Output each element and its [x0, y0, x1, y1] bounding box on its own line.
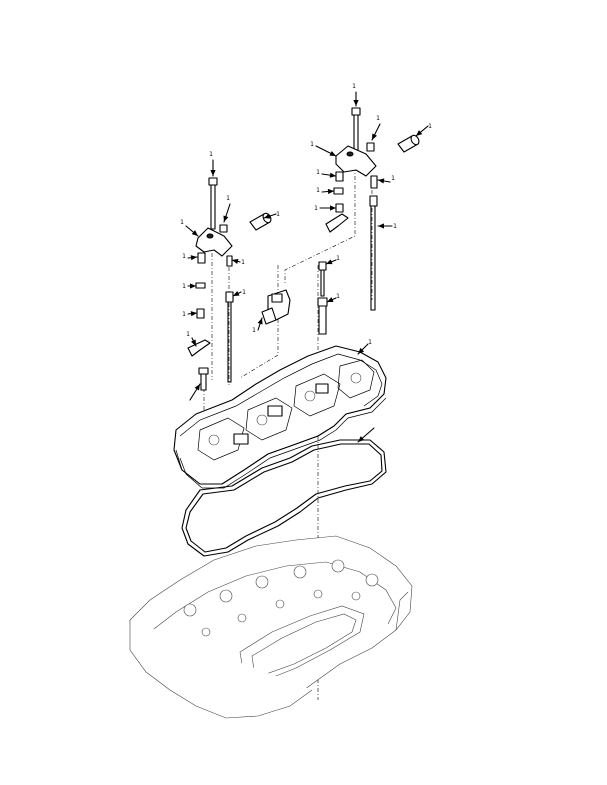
- callout-number: 1: [376, 115, 380, 122]
- callout-number: 1: [276, 211, 280, 218]
- left-long-bolt: [208, 177, 218, 230]
- callout-arrowhead: [257, 318, 263, 325]
- right-push-rod: [369, 175, 378, 311]
- callout-number: 1: [242, 289, 246, 296]
- callout-arrowhead: [353, 100, 359, 106]
- callout-arrowhead: [358, 347, 365, 354]
- right-rocker-arm: [335, 145, 377, 177]
- callout-arrowhead: [327, 188, 334, 195]
- callout-arrowhead: [329, 172, 336, 178]
- right-rocker-assembly: [325, 107, 420, 311]
- callout-arrowhead: [416, 130, 423, 136]
- callout-arrowhead: [190, 311, 197, 317]
- callout-arrowhead: [358, 436, 365, 442]
- callout-arrowhead: [190, 339, 196, 346]
- callout-arrowhead: [210, 170, 216, 176]
- callout-number: 1: [186, 331, 190, 338]
- callout-number: 1: [352, 83, 356, 90]
- callout-number: 1: [182, 311, 186, 318]
- callout-number: 1: [241, 259, 245, 266]
- center-harness-connector: [261, 289, 291, 325]
- left-valve-bridge: [187, 339, 211, 357]
- callout-number: 1: [314, 205, 318, 212]
- callout-number: 1: [182, 253, 186, 260]
- callout-number: 1: [391, 175, 395, 182]
- gasket: [181, 439, 387, 557]
- callout-arrowhead: [223, 215, 229, 222]
- callout-arrowhead: [372, 133, 378, 140]
- left-push-rod: [225, 255, 234, 383]
- callout-arrowhead: [378, 223, 384, 229]
- callout-number: 1: [368, 339, 372, 346]
- callout-arrowhead: [190, 255, 197, 261]
- callout-arrowhead: [378, 178, 385, 184]
- right-valve-bridge: [325, 213, 349, 233]
- left-nut: [219, 224, 228, 233]
- callout-number: 1: [316, 187, 320, 194]
- callout-number: 1: [316, 169, 320, 176]
- callout-number: 1: [180, 219, 184, 226]
- left-rocker-assembly: [187, 177, 272, 391]
- callout-arrowhead: [326, 259, 333, 265]
- callout-arrowhead: [329, 150, 336, 156]
- left-rocker-arm: [195, 227, 233, 257]
- callout-number: 1: [209, 151, 213, 158]
- callout-arrowhead: [191, 230, 198, 236]
- callout-number: 1: [393, 223, 397, 230]
- callout-arrowhead: [233, 290, 240, 296]
- callout-number: 1: [336, 255, 340, 262]
- callout-arrowhead: [190, 283, 196, 289]
- callout-arrowhead: [194, 384, 200, 391]
- center-stud: [317, 261, 328, 335]
- callout-arrowhead: [264, 213, 271, 219]
- left-short-bolt: [198, 367, 209, 391]
- callout-number: 1: [310, 141, 314, 148]
- right-nut: [366, 142, 375, 152]
- callout-arrowhead: [327, 297, 334, 302]
- right-pivot-cylinder: [397, 134, 420, 153]
- callout-number: 1: [252, 327, 256, 334]
- callout-number: 1: [226, 195, 230, 202]
- callout-arrows: [185, 91, 429, 443]
- callout-arrowhead: [330, 205, 336, 211]
- cylinder-head: [129, 535, 413, 719]
- rocker-housing: [173, 345, 387, 489]
- callout-number: 1: [182, 283, 186, 290]
- callout-number: 1: [428, 123, 432, 130]
- callout-arrowhead: [232, 258, 239, 264]
- right-long-bolt: [351, 107, 361, 154]
- callout-number: 1: [336, 293, 340, 300]
- callout-labels: 1 1 1 1 1 1 1 1 1 1 1 1 1 1 1 1 1 1 1 1 1 1 1: [180, 83, 432, 346]
